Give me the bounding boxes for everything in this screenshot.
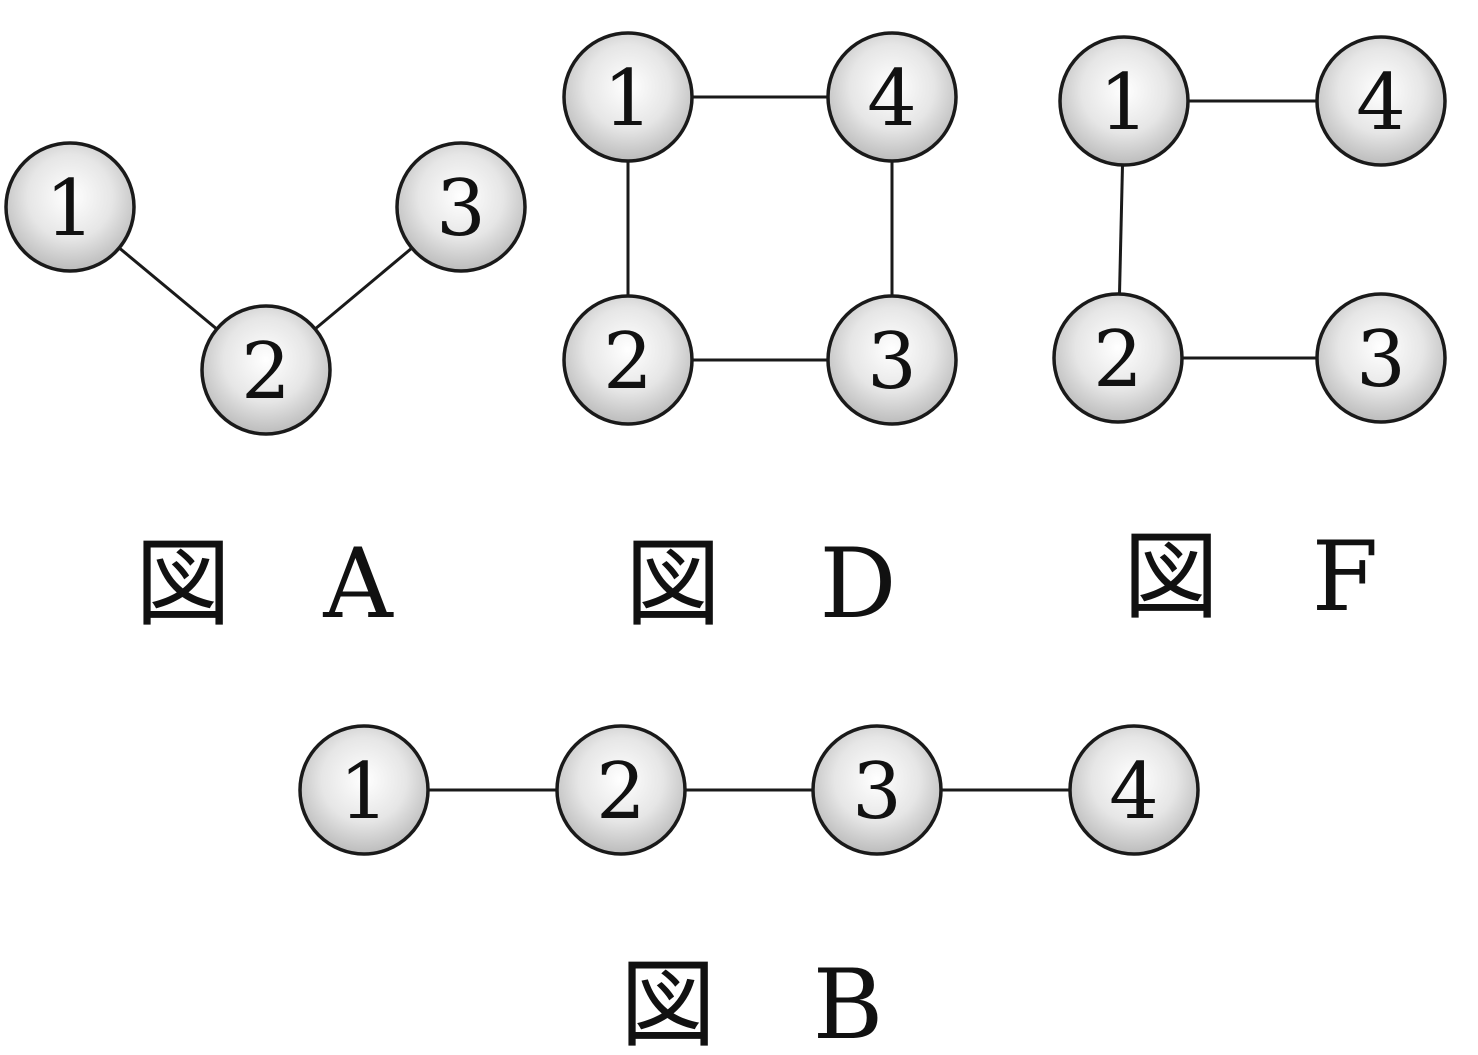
node-label: 2 xyxy=(1093,315,1143,405)
node-circle xyxy=(1058,35,1190,167)
node-label: 4 xyxy=(867,54,917,144)
caption-letter-A: A xyxy=(322,528,394,640)
node-circle xyxy=(298,724,430,856)
node-label: 2 xyxy=(603,317,653,407)
node-circle xyxy=(1315,292,1447,424)
node-circle xyxy=(4,141,136,273)
caption-prefix-A: 図 xyxy=(135,528,231,640)
node-D2: 2 xyxy=(562,294,694,426)
caption-letter-D: D xyxy=(820,528,897,640)
node-label: 3 xyxy=(1356,315,1406,405)
node-circle xyxy=(826,31,958,163)
node-label: 3 xyxy=(867,317,917,407)
node-label: 2 xyxy=(596,747,646,837)
node-circle xyxy=(811,724,943,856)
node-label: 1 xyxy=(1099,58,1149,148)
node-label: 1 xyxy=(45,164,95,254)
node-label: 3 xyxy=(852,747,902,837)
nodes-layer: 1 2 3 1 4 2 3 1 4 2 3 1 2 3 4 xyxy=(4,31,1447,856)
node-label: 4 xyxy=(1356,58,1406,148)
node-circle xyxy=(395,141,527,273)
node-label: 4 xyxy=(1109,747,1159,837)
node-B4: 4 xyxy=(1068,724,1200,856)
caption-letter-B: B xyxy=(813,949,884,1055)
node-B1: 1 xyxy=(298,724,430,856)
node-A1: 1 xyxy=(4,141,136,273)
node-label: 1 xyxy=(603,54,653,144)
caption-prefix-D: 図 xyxy=(625,528,721,640)
edges-layer xyxy=(69,95,1381,792)
node-F1: 1 xyxy=(1058,35,1190,167)
node-circle xyxy=(826,294,958,426)
node-label: 1 xyxy=(339,747,389,837)
node-circle xyxy=(1068,724,1200,856)
node-circle xyxy=(1315,35,1447,167)
node-circle xyxy=(562,294,694,426)
node-D3: 3 xyxy=(826,294,958,426)
node-label: 3 xyxy=(436,164,486,254)
node-B3: 3 xyxy=(811,724,943,856)
node-B2: 2 xyxy=(555,724,687,856)
node-F2: 2 xyxy=(1052,292,1184,424)
node-circle xyxy=(562,31,694,163)
caption-letter-F: F xyxy=(1312,521,1379,633)
node-D1: 1 xyxy=(562,31,694,163)
node-circle xyxy=(200,304,332,436)
caption-prefix-B: 図 xyxy=(620,949,716,1055)
node-F4: 4 xyxy=(1315,35,1447,167)
node-label: 2 xyxy=(241,327,291,417)
node-circle xyxy=(1052,292,1184,424)
caption-prefix-F: 図 xyxy=(1123,521,1219,633)
node-F3: 3 xyxy=(1315,292,1447,424)
node-A2: 2 xyxy=(200,304,332,436)
node-A3: 3 xyxy=(395,141,527,273)
node-circle xyxy=(555,724,687,856)
node-D4: 4 xyxy=(826,31,958,163)
